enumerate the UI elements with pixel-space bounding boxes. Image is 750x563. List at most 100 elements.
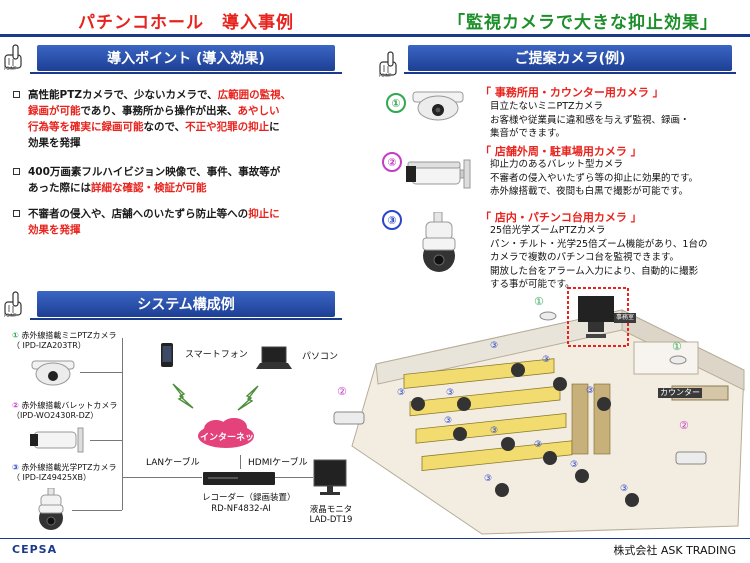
floor-marker: ② <box>679 419 689 432</box>
bullet-line: あった際には詳細な確認・検証が可能 <box>28 180 358 196</box>
floor-marker: ② <box>337 385 347 398</box>
camera-heading-3: 「 店内・パチンコ台用カメラ 」 <box>480 211 642 224</box>
points-bullet-1: 高性能PTZカメラで、少ないカメラで、広範囲の監視、録画が可能であり、事務所から… <box>13 87 358 151</box>
header-rule <box>0 34 750 37</box>
bullet-marker <box>13 91 20 98</box>
wireless-bolt-icon <box>172 383 194 409</box>
bullet-camera-icon <box>30 427 84 453</box>
system-camera-label-2: ② 赤外線搭載バレットカメラ （IPD-WO2430R-DZ） <box>12 401 118 420</box>
system-banner: システム構成例 <box>37 291 335 317</box>
connection-line <box>240 455 241 469</box>
floor-marker: ③ <box>446 388 455 398</box>
internet-cloud-icon <box>198 418 254 448</box>
bullet-line: 録画が可能であり、事務所から操作が出来、あやしい <box>28 103 358 119</box>
bullet-text: なので、 <box>143 121 186 133</box>
bullet-text: 詳細な確認・検証が可能 <box>91 182 207 194</box>
footer-rule <box>0 538 750 539</box>
system-banner-rule <box>30 318 342 320</box>
monitor-icon <box>313 459 347 495</box>
bullet-text: に <box>269 121 280 133</box>
floor-marker: ③ <box>620 484 629 494</box>
monitor-label: 液晶モニタ LAD-DT19 <box>309 505 353 525</box>
bullet-line: 効果を発揮 <box>28 222 358 238</box>
camera-number-1: ① <box>386 93 406 113</box>
ptz-dome-camera-icon <box>422 212 456 272</box>
system-camera-label-1: ① 赤外線搭載ミニPTZカメラ （ IPD-IZA203TR） <box>12 331 117 350</box>
lan-cable-label: LANケーブル <box>146 458 200 468</box>
pointing-hand-icon: POINT <box>379 51 397 78</box>
bullet-line: 400万画素フルハイビジョン映像で、事件、事故等が <box>28 164 358 180</box>
points-bullet-2: 400万画素フルハイビジョン映像で、事件、事故等があった際には詳細な確認・検証が… <box>13 164 358 196</box>
svg-text:POINT: POINT <box>4 66 17 71</box>
svg-text:POINT: POINT <box>4 313 17 318</box>
company-logo: CEPSA <box>12 543 58 556</box>
floor-marker: ③ <box>534 440 543 450</box>
floor-marker: ③ <box>570 460 579 470</box>
camera-desc-3: 25倍光学ズームPTZカメラ パン・チルト・光学25倍ズーム機能があり、1台の … <box>490 225 708 290</box>
laptop-icon <box>256 346 292 369</box>
floor-plan-illustration <box>333 287 745 535</box>
internet-label: インターネット <box>200 433 264 443</box>
hdmi-cable-label: HDMIケーブル <box>248 458 308 468</box>
floor-marker: ③ <box>490 426 499 436</box>
floor-marker: ③ <box>484 474 493 484</box>
bullet-text: 効果を発揮 <box>28 137 81 149</box>
camera-number-3: ③ <box>382 210 402 230</box>
company-name: 株式会社 ASK TRADING <box>613 544 736 557</box>
camera-desc-1: 目立たないミニPTZカメラ お客様や従業員に違和感を与えず監視、録画・ 集音がで… <box>490 101 690 139</box>
connection-line <box>80 372 122 373</box>
pointing-hand-icon: POINT <box>4 44 22 71</box>
mini-ptz-camera-icon <box>31 360 75 386</box>
bullet-text: 抑止に <box>248 208 280 220</box>
wireless-bolt-icon <box>237 385 259 411</box>
connection-line <box>90 440 122 441</box>
pointing-hand-icon: POINT <box>4 291 22 318</box>
points-bullet-3: 不審者の侵入や、店舗へのいたずら防止等への抑止に効果を発揮 <box>13 206 358 238</box>
pc-label: パソコン <box>302 352 339 362</box>
ptz-dome-camera-icon <box>38 488 64 530</box>
mini-ptz-camera-icon <box>412 91 464 121</box>
camera-number-2: ② <box>382 152 402 172</box>
recorder-icon <box>203 472 275 485</box>
floor-marker: ① <box>672 340 682 353</box>
bullet-text: 行為等を確実に録画可能 <box>28 121 144 133</box>
svg-text:POINT: POINT <box>379 73 392 78</box>
office-label: 事務室 <box>614 313 637 323</box>
cameras-banner-rule <box>404 72 736 74</box>
points-banner: 導入ポイント (導入効果) <box>37 45 335 71</box>
connection-line <box>72 510 122 511</box>
bullet-text: であり、事務所から操作が出来、 <box>80 105 238 117</box>
connection-line <box>122 477 202 478</box>
counter-label: カウンター <box>658 388 702 398</box>
bullet-text: あやしい <box>237 105 280 117</box>
bullet-line: 不審者の侵入や、店舗へのいたずら防止等への抑止に <box>28 206 358 222</box>
system-camera-label-3: ③ 赤外線搭載光学PTZカメラ （ IPD-IZ49425XB） <box>12 463 117 482</box>
floor-marker: ③ <box>397 388 406 398</box>
camera-desc-2: 抑止力のあるバレット型カメラ 不審者の侵入やいたずら等の抑止に効果的です。 赤外… <box>490 159 699 197</box>
bullet-text: 効果を発揮 <box>28 224 81 236</box>
floor-marker: ③ <box>444 416 453 426</box>
connection-line <box>275 477 313 478</box>
bullet-line: 高性能PTZカメラで、少ないカメラで、広範囲の監視、 <box>28 87 358 103</box>
bullet-line: 効果を発揮 <box>28 135 358 151</box>
floor-marker: ③ <box>586 386 595 396</box>
page-subtitle: 「監視カメラで大きな抑止効果」 <box>448 13 718 33</box>
page-title: パチンコホール 導入事例 <box>78 13 294 33</box>
floor-marker: ③ <box>490 341 499 351</box>
bullet-text: 400万画素フルハイビジョン映像で、事件、事故等が <box>28 166 281 178</box>
bullet-marker <box>13 210 20 217</box>
bullet-marker <box>13 168 20 175</box>
bullet-line: 行為等を確実に録画可能なので、不正や犯罪の抑止に <box>28 119 358 135</box>
camera-heading-1: 「 事務所用・カウンター用カメラ 」 <box>480 86 664 99</box>
connection-line <box>122 338 123 510</box>
smartphone-icon <box>161 343 173 367</box>
bullet-text: 録画が可能 <box>28 105 81 117</box>
bullet-text: 高性能PTZカメラで、少ないカメラで、 <box>28 89 218 101</box>
bullet-text: あった際には <box>28 182 91 194</box>
bullet-text: 不正や犯罪の抑止 <box>185 121 270 133</box>
bullet-text: 広範囲の監視、 <box>217 89 292 101</box>
bullet-camera-icon <box>406 159 471 189</box>
bullet-text: 不審者の侵入や、店舗へのいたずら防止等への <box>28 208 249 220</box>
cameras-banner: ご提案カメラ(例) <box>408 45 732 71</box>
smartphone-label: スマートフォン <box>185 350 248 360</box>
